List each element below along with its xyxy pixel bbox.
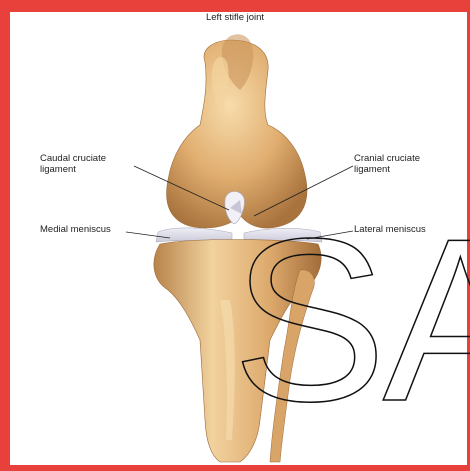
label-lateral-meniscus: Lateral meniscus	[354, 225, 426, 235]
tibia	[154, 240, 321, 463]
label-cranial-cruciate-line1: Cranial cruciate	[354, 154, 420, 164]
label-caudal-cruciate-line2: ligament	[40, 165, 76, 175]
label-cranial-cruciate-line2: ligament	[354, 165, 390, 175]
label-caudal-cruciate-line1: Caudal cruciate	[40, 154, 106, 164]
figure-title: Left stifle joint	[0, 12, 470, 23]
label-medial-meniscus: Medial meniscus	[40, 225, 111, 235]
